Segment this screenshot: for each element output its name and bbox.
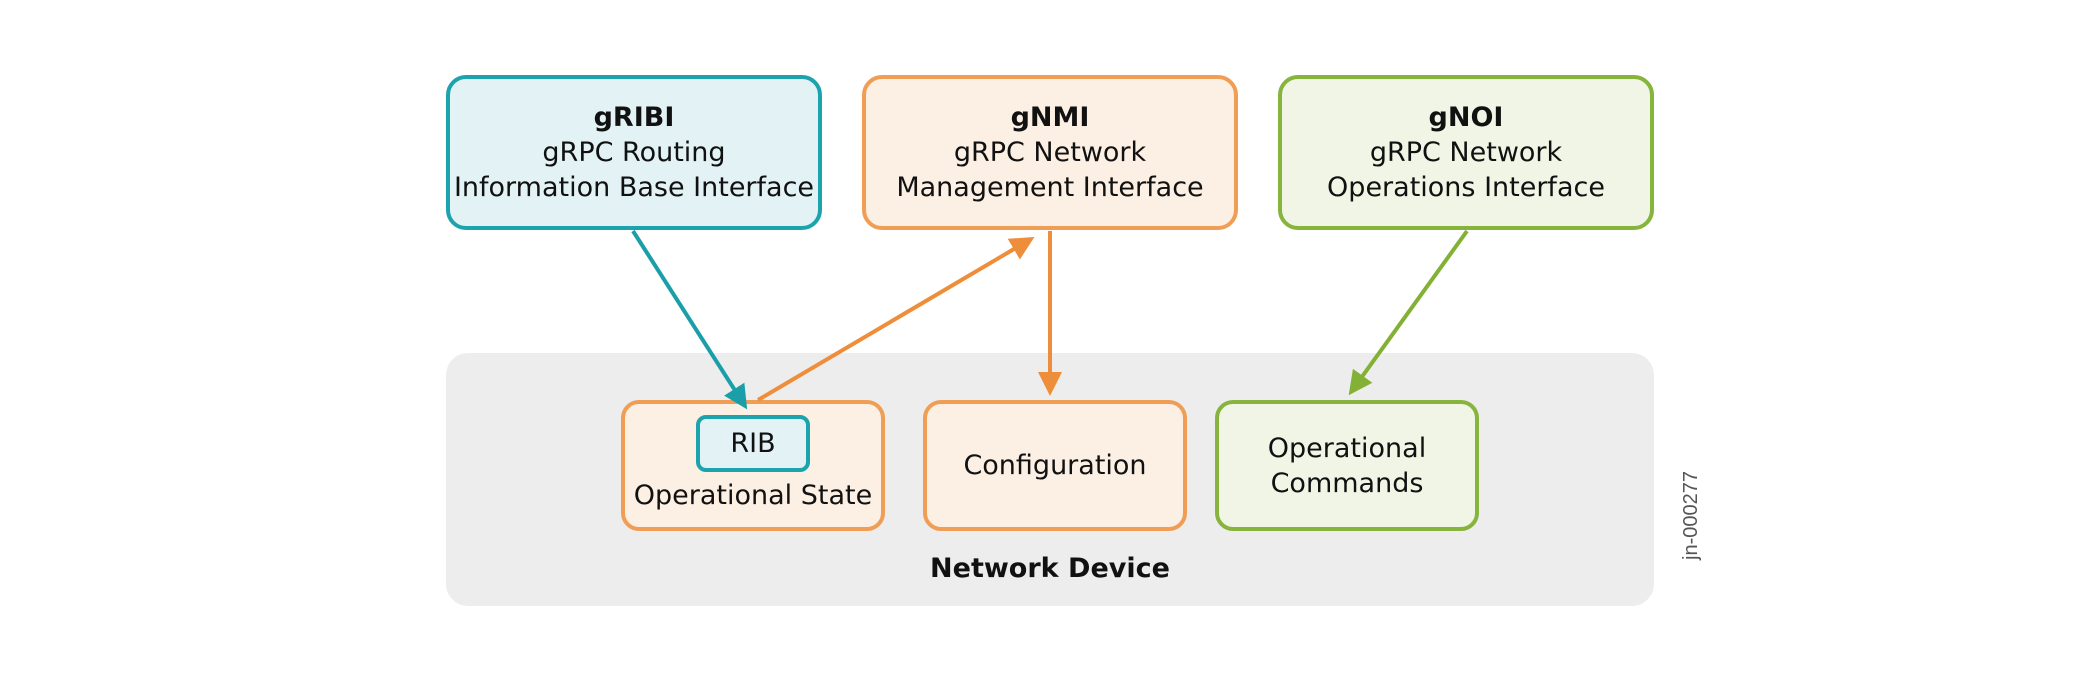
operational-commands-box: Operational Commands <box>1215 400 1479 531</box>
gribi-desc-line1: gRPC Routing <box>542 137 726 168</box>
network-device-label: Network Device <box>930 553 1170 584</box>
gribi-title: gRIBI <box>593 102 675 133</box>
gnmi-desc-line2: Management Interface <box>896 172 1204 203</box>
rib-label: RIB <box>730 428 776 459</box>
operational-state-label: Operational State <box>633 480 873 511</box>
gnmi-box: gNMI gRPC Network Management Interface <box>862 75 1238 230</box>
configuration-label: Configuration <box>963 450 1147 481</box>
gribi-box: gRIBI gRPC Routing Information Base Inte… <box>446 75 822 230</box>
gnoi-box: gNOI gRPC Network Operations Interface <box>1278 75 1654 230</box>
gnmi-title: gNMI <box>1010 102 1090 133</box>
rib-box: RIB <box>696 415 810 472</box>
gnoi-desc-line1: gRPC Network <box>1369 137 1563 168</box>
configuration-box: Configuration <box>923 400 1187 531</box>
gribi-desc-line2: Information Base Interface <box>453 172 815 203</box>
gnoi-title: gNOI <box>1428 102 1504 133</box>
figure-id: jn-000277 <box>1680 471 1702 560</box>
operational-commands-line2: Commands <box>1270 467 1424 499</box>
gnmi-desc-line1: gRPC Network <box>953 137 1147 168</box>
operational-commands-line1: Operational <box>1267 432 1427 464</box>
gnoi-desc-line2: Operations Interface <box>1327 172 1605 203</box>
